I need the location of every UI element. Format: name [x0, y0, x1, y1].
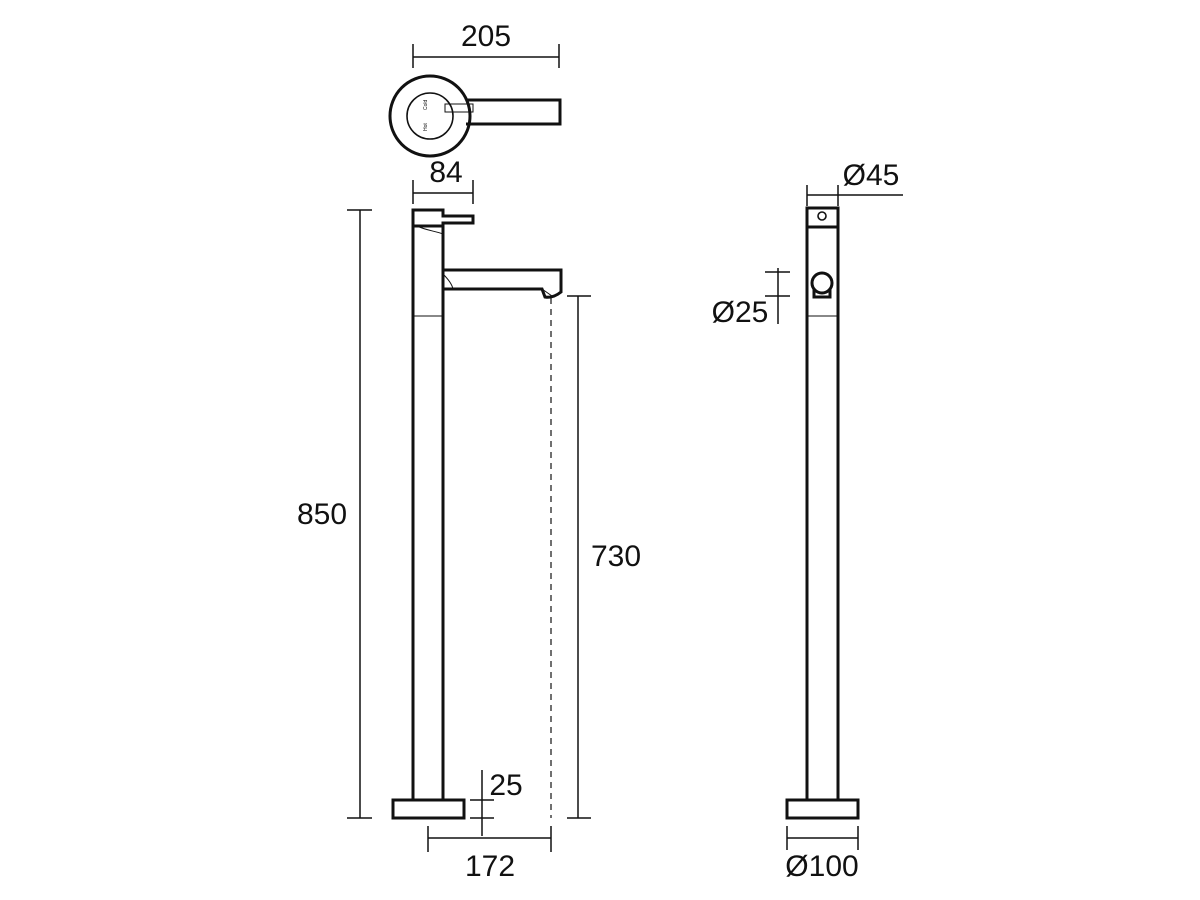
front-base-plate [391, 798, 466, 820]
top-view-lever [466, 98, 562, 126]
top-view-lever-slot [444, 103, 474, 113]
cold-marking: Cold [423, 99, 429, 110]
side-spout-outlet [812, 289, 832, 299]
front-handle-bevel [416, 225, 444, 235]
side-handle-cap [805, 206, 840, 229]
front-spout [443, 268, 563, 299]
dim-label-side-diameter: Ø45 [843, 159, 900, 192]
top-view-inner-disc [406, 92, 454, 140]
dim-label-spout-diameter: Ø25 [712, 296, 769, 329]
side-view: Ø45 Ø25 Ø100 [712, 159, 903, 883]
dim-label-spout-height: 730 [591, 540, 641, 573]
side-base-plate [785, 798, 860, 820]
dim-label-base-to-spout: 172 [465, 850, 515, 883]
side-handle-indicator [817, 211, 827, 221]
front-spout-joint [442, 273, 454, 290]
front-view: 84 850 730 25 172 [297, 156, 641, 883]
hot-marking: Hot [423, 123, 429, 131]
top-view: Cold Hot 205 [388, 20, 562, 158]
front-handle [411, 208, 475, 228]
top-view-outer-rim [388, 74, 472, 158]
dim-label-top-width: 205 [461, 20, 511, 53]
front-spout-outlet [541, 288, 553, 297]
dim-label-handle-width: 84 [429, 156, 462, 189]
side-spout-end [810, 271, 834, 295]
dim-label-base-diameter: Ø100 [785, 850, 858, 883]
dim-label-overall-height: 850 [297, 498, 347, 531]
dim-label-base-thickness: 25 [489, 769, 522, 802]
